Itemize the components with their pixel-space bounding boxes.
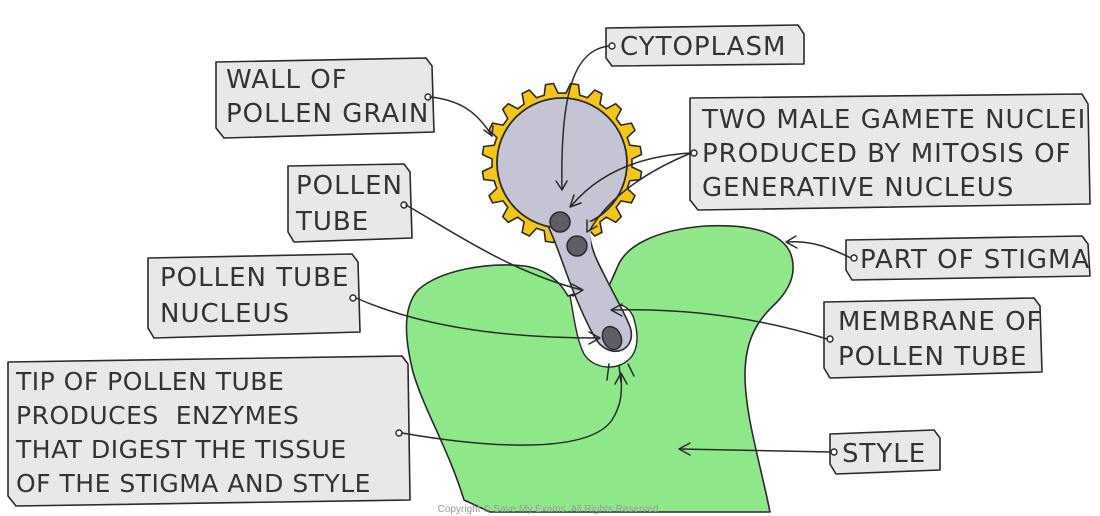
stigma-and-style-tissue bbox=[405, 224, 794, 513]
label-part-of-stigma: PART OF STIGMA bbox=[845, 235, 1091, 281]
svg-text:GENERATIVE NUCLEUS: GENERATIVE NUCLEUS bbox=[702, 173, 1014, 203]
svg-text:POLLEN: POLLEN bbox=[296, 171, 403, 201]
label-pollen-tube-nucleus: POLLEN TUBE NUCLEUS bbox=[147, 253, 361, 339]
svg-text:WALL OF: WALL OF bbox=[226, 65, 348, 95]
male-gamete-nucleus-1 bbox=[549, 211, 571, 233]
svg-text:OF THE STIGMA AND STYLE: OF THE STIGMA AND STYLE bbox=[16, 469, 371, 498]
label-wall-of-pollen-grain: WALL OF POLLEN GRAIN bbox=[215, 57, 435, 139]
svg-text:PART OF STIGMA: PART OF STIGMA bbox=[860, 245, 1090, 275]
svg-text:PRODUCED BY MITOSIS OF: PRODUCED BY MITOSIS OF bbox=[702, 139, 1072, 169]
svg-text:NUCLEUS: NUCLEUS bbox=[160, 299, 290, 329]
label-pollen-tube: POLLEN TUBE bbox=[287, 163, 413, 243]
pollen-tube-nucleus bbox=[601, 325, 623, 351]
label-style: STYLE bbox=[829, 429, 941, 475]
label-cytoplasm: CYTOPLASM bbox=[605, 24, 805, 67]
svg-text:PRODUCES ENZYMES: PRODUCES ENZYMES bbox=[16, 401, 299, 430]
label-tip-of-pollen-tube: TIP OF POLLEN TUBE PRODUCES ENZYMES THAT… bbox=[7, 355, 411, 507]
leader-lines bbox=[355, 45, 852, 456]
svg-text:POLLEN TUBE: POLLEN TUBE bbox=[838, 342, 1027, 372]
svg-text:POLLEN GRAIN: POLLEN GRAIN bbox=[226, 99, 429, 129]
svg-text:TWO MALE GAMETE NUCLEI: TWO MALE GAMETE NUCLEI bbox=[701, 105, 1086, 135]
copyright-notice: Copyright © Save My Exams. All Rights Re… bbox=[438, 504, 659, 515]
svg-text:CYTOPLASM: CYTOPLASM bbox=[620, 32, 786, 62]
svg-text:THAT DIGEST THE TISSUE: THAT DIGEST THE TISSUE bbox=[15, 435, 347, 464]
svg-text:POLLEN TUBE: POLLEN TUBE bbox=[160, 263, 349, 293]
label-membrane-of-pollen-tube: MEMBRANE OF POLLEN TUBE bbox=[823, 297, 1043, 379]
svg-text:MEMBRANE OF: MEMBRANE OF bbox=[838, 307, 1043, 337]
svg-text:STYLE: STYLE bbox=[842, 439, 926, 469]
svg-text:TUBE: TUBE bbox=[295, 207, 369, 237]
svg-text:TIP OF POLLEN TUBE: TIP OF POLLEN TUBE bbox=[15, 367, 284, 396]
label-two-male-gamete-nuclei: TWO MALE GAMETE NUCLEI PRODUCED BY MITOS… bbox=[689, 93, 1091, 211]
male-gamete-nucleus-2 bbox=[566, 235, 588, 257]
